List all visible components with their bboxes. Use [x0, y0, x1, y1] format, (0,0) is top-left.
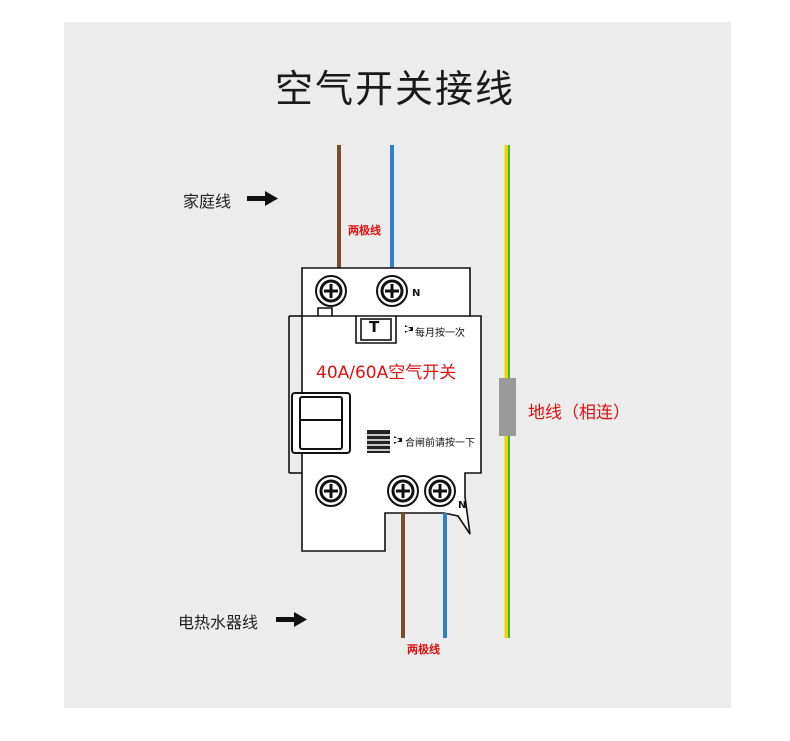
- screw-top-live: [315, 275, 347, 307]
- ground-line-label: 地线（相连）: [528, 403, 630, 423]
- screw-bottom-live: [387, 475, 419, 507]
- test-button-label: 每月按一次: [415, 328, 465, 339]
- screw-bottom-left: [315, 475, 347, 507]
- screw-top-neutral: [376, 275, 408, 307]
- neutral-bottom-label: N: [458, 500, 467, 511]
- test-button-letter: T: [369, 318, 380, 336]
- reset-grille[interactable]: [367, 430, 390, 453]
- test-button-housing: [317, 307, 397, 344]
- neutral-top-label: N: [412, 288, 421, 299]
- two-pole-top-label: 两极线: [348, 224, 381, 237]
- page-title: 空气开关接线: [274, 67, 515, 111]
- test-arrow-icon: [405, 325, 413, 333]
- screw-bottom-neutral: [424, 475, 456, 507]
- breaker-model-label: 40A/60A空气开关: [316, 363, 457, 383]
- heater-line-arrow-icon: [276, 612, 307, 627]
- close-hint-label: 合闸前请按一下: [405, 438, 475, 449]
- test-button[interactable]: [360, 318, 392, 341]
- home-line-label: 家庭线: [183, 192, 232, 211]
- home-line-arrow-icon: [247, 191, 278, 206]
- water-heater-line-label: 电热水器线: [178, 613, 259, 632]
- ground-connector: [499, 378, 516, 436]
- two-pole-bottom-label: 两极线: [407, 643, 440, 656]
- breaker-toggle[interactable]: [291, 392, 351, 454]
- close-arrow-icon: [394, 436, 402, 444]
